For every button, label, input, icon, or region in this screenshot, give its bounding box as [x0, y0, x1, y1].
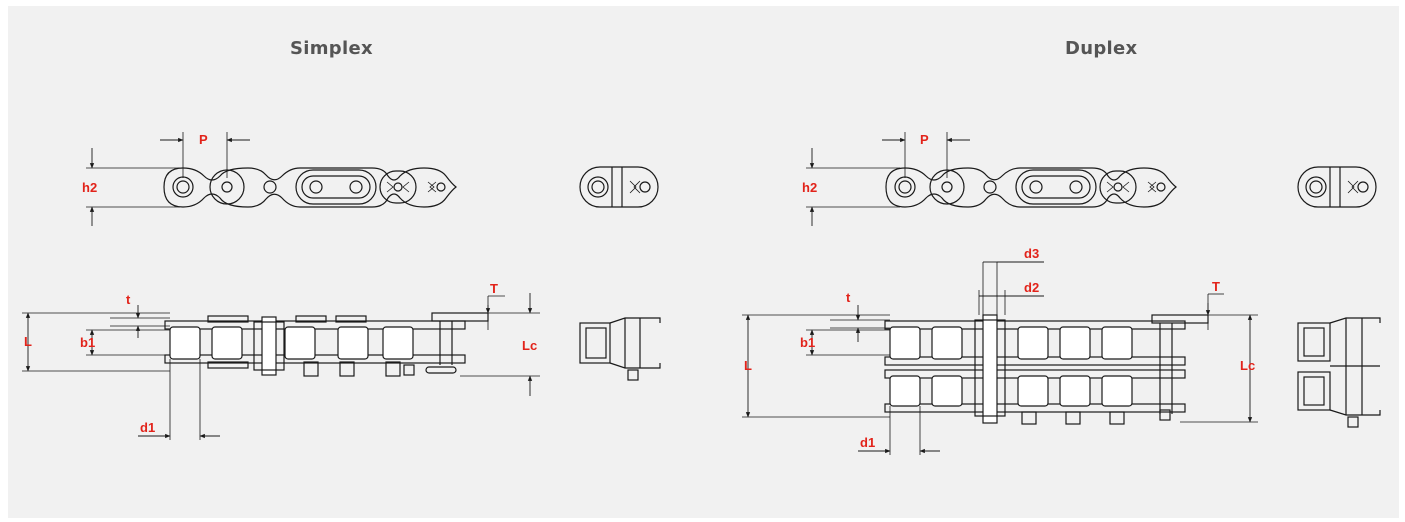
diagram-panel [8, 6, 1399, 518]
duplex-h2-label: h2 [802, 180, 817, 195]
simplex-top-end-view [579, 166, 659, 208]
simplex-side-view: L t b1 [22, 281, 540, 440]
simplex-b1-label: b1 [80, 335, 95, 350]
simplex-h2-label: h2 [82, 180, 97, 195]
simplex-d1-label: d1 [140, 420, 155, 435]
duplex-Lc-label: Lc [1240, 358, 1255, 373]
duplex-d3-label: d3 [1024, 246, 1039, 261]
duplex-d1-label: d1 [860, 435, 875, 450]
simplex-top-view: P h2 [82, 132, 457, 226]
simplex-t-label: t [126, 292, 131, 307]
duplex-p-label: P [920, 132, 929, 147]
simplex-heading: Simplex [290, 38, 373, 59]
duplex-L-label: L [744, 358, 752, 373]
duplex-d2-label: d2 [1024, 280, 1039, 295]
simplex-L-label: L [24, 334, 32, 349]
duplex-heading: Duplex [1065, 38, 1138, 59]
simplex-Lc-label: Lc [522, 338, 537, 353]
simplex-T-label: T [490, 281, 498, 296]
duplex-top-end-view [1297, 166, 1377, 208]
duplex-side-end-view [1297, 317, 1381, 428]
duplex-b1-label: b1 [800, 335, 815, 350]
duplex-side-view: L t b1 [742, 246, 1258, 455]
duplex-top-view: P h2 [802, 132, 1177, 226]
duplex-T-label: T [1212, 279, 1220, 294]
duplex-t-label: t [846, 290, 851, 305]
simplex-p-label: P [199, 132, 208, 147]
simplex-side-end-view [579, 317, 661, 381]
